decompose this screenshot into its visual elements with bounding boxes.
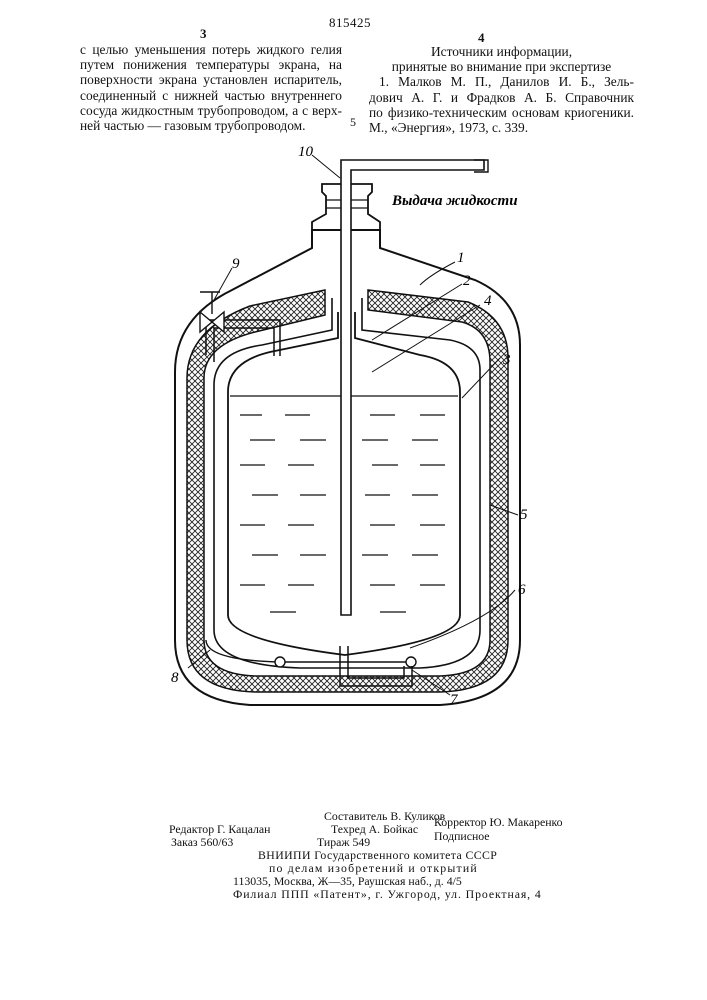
subscription: Подписное (434, 830, 490, 843)
label-9: 9 (232, 256, 240, 272)
label-1: 1 (457, 250, 465, 266)
corrector: Корректор Ю. Макаренко (434, 816, 563, 829)
order-number: Заказ 560/63 (171, 836, 233, 849)
evaporator-tube (206, 640, 410, 662)
label-3: 3 (502, 352, 511, 368)
label-7: 7 (450, 692, 459, 708)
branch-address: Филиал ППП «Патент», г. Ужгород, ул. Про… (233, 888, 542, 901)
leader-lines (188, 155, 518, 695)
label-4: 4 (484, 293, 492, 309)
outlet-label: Выдача жидкости (391, 193, 518, 209)
siphon-tube (341, 160, 484, 615)
label-6: 6 (518, 582, 526, 598)
evaporator-node-right (406, 657, 416, 667)
label-5: 5 (520, 507, 528, 523)
label-8: 8 (171, 670, 179, 686)
evaporator-node-left (275, 657, 285, 667)
label-10: 10 (298, 144, 314, 160)
label-2: 2 (463, 273, 471, 289)
